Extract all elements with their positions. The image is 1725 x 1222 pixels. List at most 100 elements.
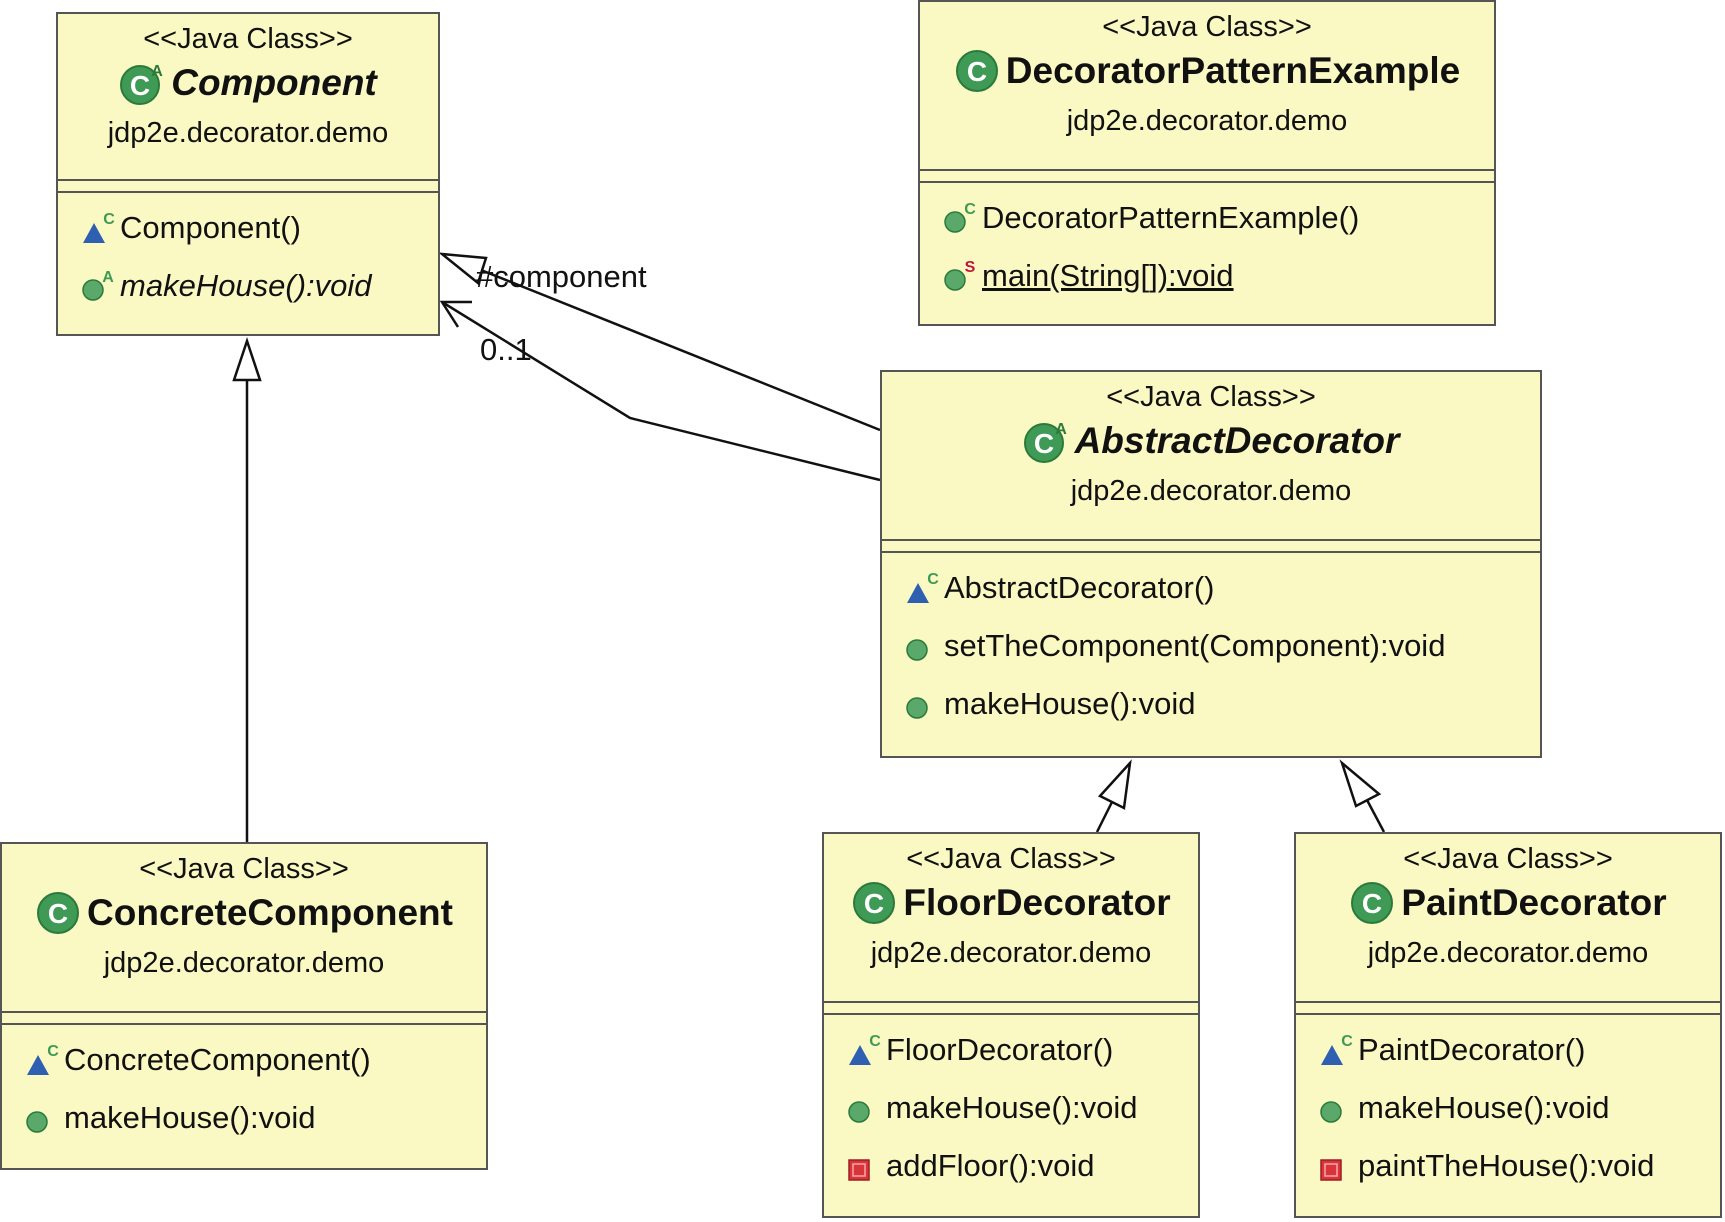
svg-text:C: C <box>48 898 68 929</box>
member-static-method[interactable]: S main(String[]):void <box>942 247 1494 305</box>
svg-text:C: C <box>130 70 150 101</box>
member-signature: setTheComponent(Component):void <box>944 628 1446 663</box>
svg-text:C: C <box>967 56 987 87</box>
member-private-method[interactable]: paintTheHouse():void <box>1318 1137 1720 1195</box>
member-signature: main(String[]):void <box>982 258 1234 293</box>
class-box-paintdecorator[interactable]: <<Java Class>> C PaintDecorator jdp2e.de… <box>1294 832 1722 1218</box>
constructor-icon: C <box>1321 1033 1353 1065</box>
svg-text:C: C <box>964 201 976 218</box>
compartment-separator <box>824 1001 1198 1015</box>
stereotype-label: <<Java Class>> <box>139 853 349 885</box>
class-box-decoratorpatternexample[interactable]: <<Java Class>> C DecoratorPatternExample… <box>918 0 1496 326</box>
member-signature: ConcreteComponent() <box>64 1042 371 1077</box>
abstract-class-icon: C A <box>120 63 163 105</box>
generalization-line-paintdecorator <box>1365 799 1386 833</box>
association-arrowhead-open <box>439 300 472 328</box>
member-signature: makeHouse():void <box>886 1090 1138 1125</box>
member-signature: makeHouse():void <box>120 268 372 303</box>
member-list: C ConcreteComponent() makeHouse():void <box>2 1025 486 1147</box>
member-list: C Component() A makeHouse():void <box>58 193 438 315</box>
class-icon: C <box>37 892 80 934</box>
member-list: C PaintDecorator() makeHouse():void pain… <box>1296 1015 1720 1195</box>
member-constructor[interactable]: C AbstractDecorator() <box>904 559 1540 617</box>
class-name: PaintDecorator <box>1401 882 1667 923</box>
member-constructor[interactable]: C PaintDecorator() <box>1318 1021 1720 1079</box>
svg-text:C: C <box>864 888 884 919</box>
class-box-floordecorator[interactable]: <<Java Class>> C FloorDecorator jdp2e.de… <box>822 832 1200 1218</box>
compartment-separator <box>2 1011 486 1025</box>
svg-text:C: C <box>47 1043 59 1060</box>
member-method[interactable]: makeHouse():void <box>24 1089 486 1147</box>
member-signature: makeHouse():void <box>1358 1090 1610 1125</box>
member-method[interactable]: makeHouse():void <box>904 675 1540 733</box>
member-list: C DecoratorPatternExample() S main(Strin… <box>920 183 1494 305</box>
compartment-separator <box>58 179 438 193</box>
abstract-class-icon: C A <box>1023 421 1067 463</box>
package-name: jdp2e.decorator.demo <box>1070 475 1352 507</box>
class-name: DecoratorPatternExample <box>1005 50 1461 91</box>
class-name: ConcreteComponent <box>87 892 453 933</box>
member-constructor[interactable]: C FloorDecorator() <box>846 1021 1198 1079</box>
public-method-icon <box>906 639 928 661</box>
constructor-icon: C <box>27 1043 59 1075</box>
member-signature: FloorDecorator() <box>886 1032 1114 1067</box>
public-abstract-method-icon: A <box>82 269 114 301</box>
stereotype-label: <<Java Class>> <box>143 23 353 55</box>
svg-text:C: C <box>1033 428 1053 459</box>
member-method[interactable]: makeHouse():void <box>1318 1079 1720 1137</box>
stereotype-label: <<Java Class>> <box>1403 843 1613 875</box>
member-signature: addFloor():void <box>886 1148 1095 1183</box>
svg-text:C: C <box>103 211 115 228</box>
svg-text:C: C <box>869 1033 881 1050</box>
association-line-component <box>441 300 881 482</box>
member-signature: PaintDecorator() <box>1358 1032 1586 1067</box>
class-header: <<Java Class>> C A AbstractDecorator jdp… <box>882 372 1540 539</box>
class-box-abstractdecorator[interactable]: <<Java Class>> C A AbstractDecorator jdp… <box>880 370 1542 758</box>
package-name: jdp2e.decorator.demo <box>1367 937 1649 969</box>
member-signature: makeHouse():void <box>64 1100 316 1135</box>
svg-text:A: A <box>151 63 163 80</box>
member-signature: paintTheHouse():void <box>1358 1148 1655 1183</box>
private-method-icon <box>848 1159 870 1181</box>
generalization-arrowhead-component <box>232 337 262 382</box>
member-signature: Component() <box>120 210 301 245</box>
class-box-component[interactable]: <<Java Class>> C A Component jdp2e.decor… <box>56 12 440 336</box>
svg-text:C: C <box>1362 888 1382 919</box>
package-name: jdp2e.decorator.demo <box>103 947 385 979</box>
member-list: C AbstractDecorator() setTheComponent(Co… <box>882 553 1540 733</box>
stereotype-label: <<Java Class>> <box>906 843 1116 875</box>
class-name: AbstractDecorator <box>1074 420 1400 461</box>
public-static-method-icon: S <box>944 259 976 291</box>
class-name: Component <box>171 62 377 103</box>
constructor-icon: C <box>907 571 939 603</box>
public-method-icon <box>26 1111 48 1133</box>
svg-text:A: A <box>102 269 114 286</box>
member-list: C FloorDecorator() makeHouse():void addF… <box>824 1015 1198 1195</box>
member-method[interactable]: setTheComponent(Component):void <box>904 617 1540 675</box>
stereotype-label: <<Java Class>> <box>1106 381 1316 413</box>
member-signature: DecoratorPatternExample() <box>982 200 1360 235</box>
class-icon: C <box>955 50 998 92</box>
constructor-icon: C <box>83 211 115 243</box>
public-constructor-icon: C <box>944 201 976 233</box>
public-method-icon <box>1320 1101 1342 1123</box>
member-constructor[interactable]: C ConcreteComponent() <box>24 1031 486 1089</box>
member-private-method[interactable]: addFloor():void <box>846 1137 1198 1195</box>
generalization-line-floordecorator <box>1095 801 1114 833</box>
package-name: jdp2e.decorator.demo <box>107 117 389 149</box>
member-signature: makeHouse():void <box>944 686 1196 721</box>
member-constructor[interactable]: C Component() <box>80 199 438 257</box>
compartment-separator <box>882 539 1540 553</box>
association-role-label: #component <box>476 259 647 294</box>
svg-text:A: A <box>1055 421 1067 438</box>
class-header: <<Java Class>> C PaintDecorator jdp2e.de… <box>1296 834 1720 1001</box>
public-method-icon <box>848 1101 870 1123</box>
member-method[interactable]: A makeHouse():void <box>80 257 438 315</box>
member-constructor[interactable]: C DecoratorPatternExample() <box>942 189 1494 247</box>
class-icon: C <box>853 882 896 924</box>
class-box-concretecomponent[interactable]: <<Java Class>> C ConcreteComponent jdp2e… <box>0 842 488 1170</box>
compartment-separator <box>1296 1001 1720 1015</box>
svg-text:S: S <box>965 259 976 276</box>
member-method[interactable]: makeHouse():void <box>846 1079 1198 1137</box>
member-signature: AbstractDecorator() <box>944 570 1215 605</box>
